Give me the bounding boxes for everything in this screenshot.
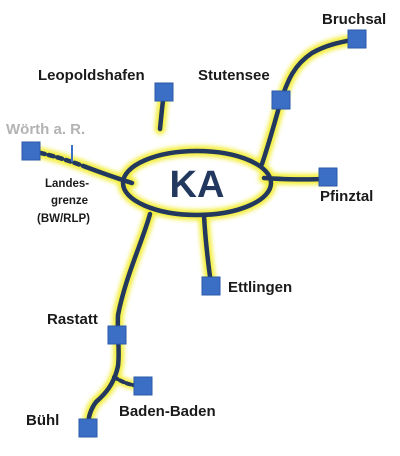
label-bruchsal: Bruchsal (322, 11, 386, 28)
label-ettlingen: Ettlingen (228, 279, 292, 296)
route-woerth-solid (83, 164, 135, 186)
route-south (85, 211, 153, 430)
station-rastatt[interactable] (107, 325, 127, 345)
station-bruchsal[interactable] (347, 29, 367, 49)
label-leopoldshafen: Leopoldshafen (38, 67, 145, 84)
label-stutensee: Stutensee (198, 67, 270, 84)
border-note-line-2: grenze (51, 195, 88, 207)
label-buehl: Bühl (26, 412, 59, 429)
border-note: Landes- grenze (BW/RLP) (37, 178, 90, 225)
route-bruchsal (259, 36, 360, 167)
label-pfinztal: Pfinztal (320, 188, 373, 205)
route-glow (25, 33, 363, 433)
station-pfinztal[interactable] (318, 167, 338, 187)
label-woerth: Wörth a. R. (6, 121, 85, 138)
station-leopoldshafen[interactable] (154, 82, 174, 102)
route-pfinztal (261, 175, 331, 182)
border-note-line-1: Landes- (45, 178, 89, 190)
route-ettlingen (201, 212, 214, 287)
station-ettlingen[interactable] (201, 276, 221, 296)
label-baden-baden: Baden-Baden (119, 403, 216, 420)
station-baden-baden[interactable] (133, 376, 153, 396)
station-woerth[interactable] (21, 141, 41, 161)
center-ring (120, 148, 274, 218)
border-note-line-3: (BW/RLP) (37, 213, 90, 225)
routes (28, 36, 360, 430)
stations (21, 29, 367, 438)
label-rastatt: Rastatt (47, 311, 98, 328)
station-stutensee[interactable] (271, 90, 291, 110)
station-buehl[interactable] (78, 418, 98, 438)
center-label: KA (170, 164, 225, 206)
